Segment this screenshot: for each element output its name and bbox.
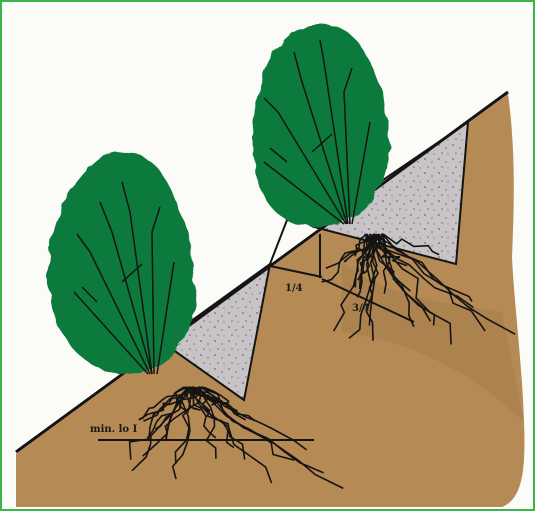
- upper-shrub: [253, 24, 390, 226]
- shrub-icon: [48, 152, 195, 374]
- upper-fraction-label: 1/4: [285, 283, 303, 294]
- lower-shrub: [48, 152, 195, 374]
- shrub-icon: [253, 24, 390, 226]
- lower-fraction-label: 3/4: [352, 303, 370, 314]
- min-spacing-label: min. lo I: [90, 424, 138, 435]
